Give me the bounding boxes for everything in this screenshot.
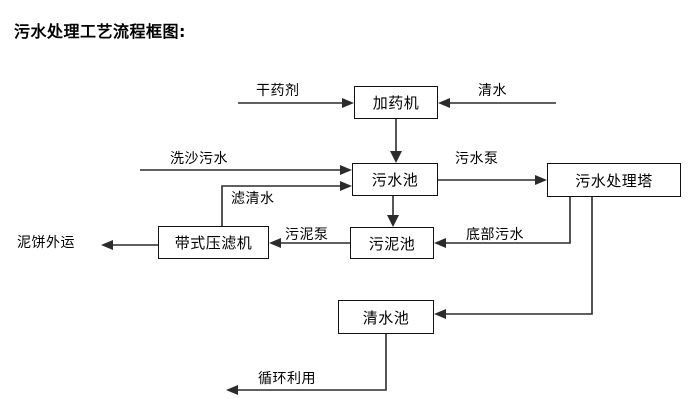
arrowhead-clean-water <box>438 98 450 108</box>
edge-label-clean-water-inlet: 清水 <box>478 83 507 99</box>
arrowhead-recycle <box>226 385 238 395</box>
edge-label-dry-agent: 干药剂 <box>256 83 300 99</box>
node-label: 清水池 <box>362 308 410 327</box>
edge-label-sludge-pump: 污泥泵 <box>285 227 329 243</box>
edge-label-sewage-pump: 污水泵 <box>455 151 499 167</box>
arrowhead-dry-agent <box>342 98 354 108</box>
node-label: 带式压滤机 <box>174 234 253 252</box>
arrowhead-sewage-to-sludge <box>387 215 399 227</box>
node-treatment-tower[interactable]: 污水处理塔 <box>547 163 681 197</box>
arrowhead-sewage-pump <box>535 175 547 185</box>
arrowhead-dosing-to-sewage-pool <box>390 151 402 163</box>
page-title: 污水处理工艺流程框图: <box>14 22 186 41</box>
wire-tower-bottom-sewage-to-sludge <box>441 197 571 244</box>
wire-clear-water-recycle <box>233 334 387 391</box>
node-sewage-pool[interactable]: 污水池 <box>352 163 438 196</box>
node-belt-filter-press[interactable]: 带式压滤机 <box>158 226 269 259</box>
edge-label-filtered-clear-water: 滤清水 <box>231 191 275 207</box>
node-label: 污水处理塔 <box>575 171 653 190</box>
edge-label-sand-washing-sewage: 洗沙污水 <box>170 151 228 167</box>
node-clear-water-pool[interactable]: 清水池 <box>338 300 434 334</box>
arrowhead-clear-water <box>434 309 446 319</box>
node-label: 污水池 <box>371 171 419 189</box>
wire-filtered-water-to-sewage-pool <box>221 185 345 226</box>
edge-label-recycle-reuse: 循环利用 <box>258 371 316 387</box>
node-dosing-machine[interactable]: 加药机 <box>354 86 438 119</box>
arrowhead-sand-wash <box>340 165 352 175</box>
wire-tower-to-clear-water-pool <box>441 197 593 315</box>
arrowhead-bottom-sewage <box>434 238 446 248</box>
arrowhead-sludge-pump <box>269 238 281 248</box>
node-sludge-pool[interactable]: 污泥池 <box>350 227 434 259</box>
edge-label-mud-cake-transport: 泥饼外运 <box>17 235 75 251</box>
arrowhead-mud-cake <box>101 240 113 250</box>
node-label: 加药机 <box>372 94 420 112</box>
node-label: 污泥池 <box>368 234 416 253</box>
edge-label-bottom-sewage: 底部污水 <box>466 227 524 243</box>
arrowhead-filtered-water <box>340 181 352 191</box>
